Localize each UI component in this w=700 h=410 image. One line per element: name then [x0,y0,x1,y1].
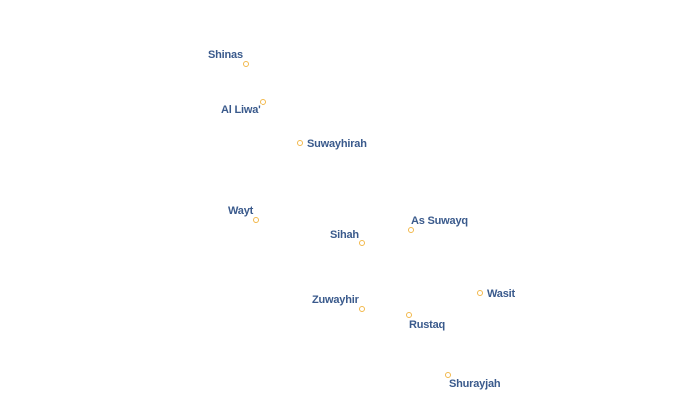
place-label: Wasit [487,288,515,300]
place-marker-icon[interactable] [358,239,365,246]
place-label: Al Liwa' [221,104,261,116]
place-marker-icon[interactable] [259,98,266,105]
place-marker-icon[interactable] [405,311,412,318]
place-marker-icon[interactable] [476,289,483,296]
place-marker-icon[interactable] [407,226,414,233]
place-label: Shinas [208,49,243,61]
place-marker-icon[interactable] [358,305,365,312]
place-label: Rustaq [409,319,446,331]
place-label: Sihah [330,229,359,241]
place-label: Zuwayhir [312,294,359,306]
place-marker-icon[interactable] [242,60,249,67]
place-marker-icon[interactable] [252,216,259,223]
place-label: Suwayhirah [307,138,367,150]
place-label: Shurayjah [449,378,501,390]
place-label: Wayt [228,205,254,217]
place-label: As Suwayq [411,215,468,227]
place-marker-icon[interactable] [296,139,303,146]
place-marker-icon[interactable] [444,371,451,378]
